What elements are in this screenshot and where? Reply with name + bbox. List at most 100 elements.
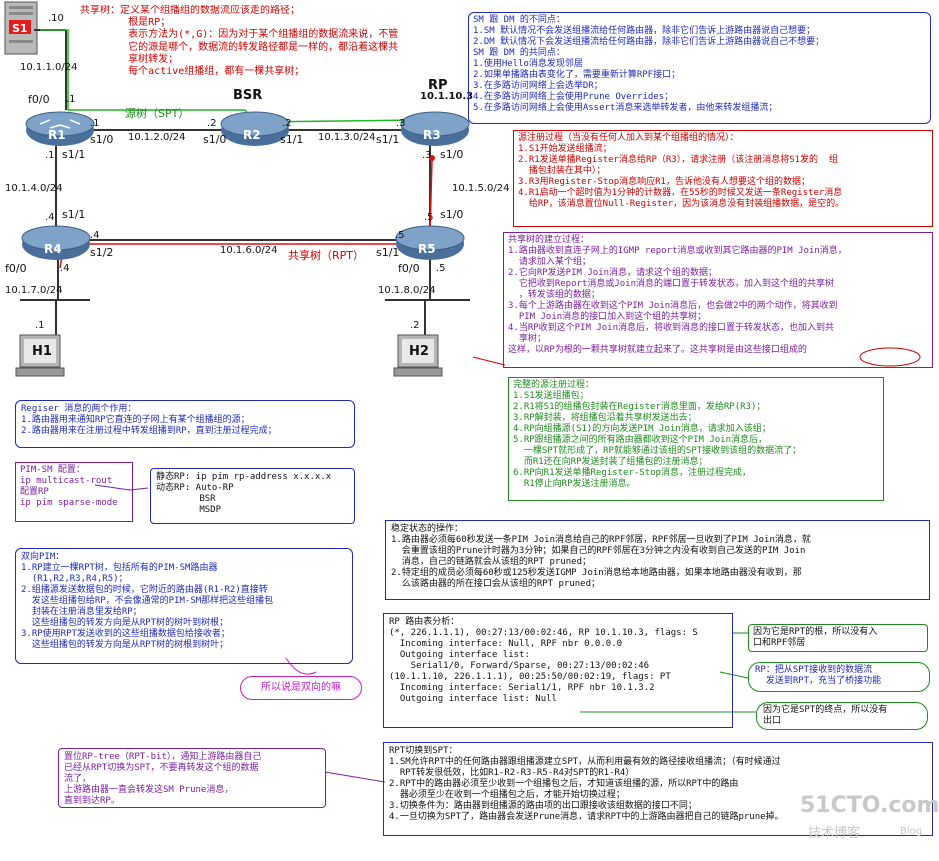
text-line: 3.RP解封装，将组播包沿着共享树发送出去； (513, 412, 697, 423)
text-line: 4.RP向组播源(S1)的方向发送PIM Join消息，请求加入该组； (513, 423, 771, 434)
text-line: 消息，自己的链路就会从该组的RPT pruned； (391, 556, 592, 567)
text-line: 1.路由器用来通知RP它直连的子网上有某个组播组的源； (21, 414, 250, 425)
text-line: 会重置该组的Prune计时器为3分钟；如果自己的RPF邻居在3分钟之内没有收到自… (391, 545, 806, 556)
text-line: RP 路由表分析： (389, 617, 460, 627)
int-label: s1/1 (280, 133, 304, 146)
text-line: 3.RP使用RPT发送收到的这些组播数据包给接收者； (21, 628, 230, 639)
text-line: 发这些组播包给RP，不会像通常的PIM-SM那样把这些组播包 (21, 595, 274, 606)
ip-label: .4 (90, 230, 100, 241)
text-line: Outgoing interface list: (389, 649, 530, 660)
rp-config-options: 静态RP: ip pim rp-address x.x.x.x 动态RP: Au… (150, 468, 355, 524)
text-line: 2.如果单播路由表变化了，需要重新计算RPF接口； (473, 69, 681, 80)
text-line: 5.RP跟组播源之间的所有路由器都收到这个PIM Join消息后， (513, 434, 768, 445)
text-line: Incoming interface: Serial1/1, RPF nbr 1… (389, 682, 655, 693)
text-line: 播包封装在其中）； (518, 165, 606, 176)
router-r2-label[interactable]: R2 (243, 128, 261, 142)
rpt-to-spt-switch: RPT切换到SPT： 1.SM允许RPT中的任何路由器跟组播源建立SPT，从而利… (383, 742, 933, 836)
rp-label: RP (428, 78, 448, 93)
text-line: 这些组播包的转发方向是从RPT树的树根到树叶； (21, 639, 229, 650)
router-r1-label[interactable]: R1 (48, 128, 66, 142)
full-register-process: 完整的源注册过程： 1.S1发送组播包； 2.R1将S1的组播包封装在Regis… (508, 377, 884, 501)
text-line: 2.它向RP发送PIM Join消息，请求这个组的数据； (508, 267, 718, 278)
router-r2-shape (220, 111, 290, 146)
ip-label: .4 (60, 263, 70, 274)
text-line: ip pim sparse-mode (20, 497, 118, 508)
text-line: 静态RP: ip pim rp-address x.x.x.x (156, 472, 332, 482)
ip-label: .3 (422, 150, 432, 161)
net-label: 10.1.3.0/24 (318, 132, 376, 143)
spt-label: 源树（SPT） (125, 107, 190, 120)
text-line: (R1,R2,R3,R4,R5)； (21, 573, 128, 584)
rp-route-analysis: RP 路由表分析： (*, 226.1.1.1), 00:27:13/00:02… (383, 613, 733, 728)
int-label: f0/0 (5, 262, 27, 275)
text-line: PIM-SM 配置： (20, 465, 85, 475)
text-line: Serial1/0, Forward/Sparse, 00:27:13/00:0… (389, 660, 650, 671)
text-line: Incoming interface: Null, RPF nbr 0.0.0.… (389, 638, 622, 649)
router-r4-shape (21, 225, 91, 260)
text-line: 完整的源注册过程： (513, 380, 595, 390)
text-line: 1.路由器必须每60秒发送一条PIM Join消息给自己的RPF邻居，RPF邻居… (391, 534, 811, 545)
text-line: 2.R1将S1的组播包封装在Register消息里面，发给RP(R3)； (513, 401, 766, 412)
net-label: 10.1.8.0/24 (378, 285, 436, 296)
int-label: s1/0 (90, 133, 114, 146)
text-line: 1.SM允许RPT中的任何路由器跟组播源建立SPT，从而利用最有效的路径接收组播… (389, 756, 781, 767)
net-label: 10.1.1.0/24 (20, 62, 78, 73)
text-line: 置位RP-tree（RPT-bit），通知上游路由器自己 (64, 752, 262, 762)
text-line: 共享树的建立过程： (508, 235, 590, 245)
connector (94, 484, 149, 491)
rpt-label: 共享树（RPT） (288, 249, 364, 262)
ip-label: .5 (395, 230, 405, 241)
text-line: 给RP，该消息置位Null-Register，因为该消息没有封装组播数据，是空的… (518, 198, 845, 209)
int-label: s1/1 (376, 133, 400, 146)
ip-label: .3 (396, 118, 406, 129)
host-h1-label[interactable]: H1 (32, 344, 52, 359)
text-line: 器必须至少在收到一个组播包之后，才能开始切换过程； (389, 789, 625, 800)
watermark-sub: 技术博客 (808, 826, 861, 841)
text-line: 一棵SPT就形成了，RP就能够通过该组的SPT接收到该组的数据流了； (513, 445, 802, 456)
bidirectional-pim: 双向PIM： 1.RP建立一棵RPT树，包括所有的PIM-SM路由器 (R1,R… (15, 548, 353, 664)
text-line: 因为它是RPT的根，所以没有入 (753, 627, 878, 637)
net-label: 10.1.4.0/24 (5, 183, 63, 194)
router-r4-label[interactable]: R4 (44, 242, 62, 256)
watermark-logo: 51CTO.com (800, 793, 939, 818)
text-line: 配置RP (20, 486, 49, 497)
router-r5-shape (395, 225, 465, 260)
ip-label: .4 (45, 212, 55, 223)
note-rp-bridge: RP：把从SPT接收到的数据流 发送到RPT，充当了桥接功能 (748, 662, 930, 692)
host-h2-label[interactable]: H2 (409, 344, 429, 359)
text-line: 每个active组播组，都有一棵共享树； (80, 65, 305, 77)
ip-label: .2 (282, 118, 292, 129)
text-line: (*, 226.1.1.1), 00:27:13/00:02:46, RP 10… (389, 627, 698, 638)
net-label: 10.1.6.0/24 (220, 245, 278, 256)
text-line: 根是RP； (80, 17, 171, 29)
text-line: ，转发该组的数据； (508, 289, 600, 300)
text-line: 而R1还在向RP发送封装了组播包的注册消息； (513, 456, 708, 467)
shared-tree-build: 共享树的建立过程： 1.路由器收到直连子网上的IGMP report消息或收到其… (503, 232, 933, 368)
text-line: 请求加入某个组； (508, 256, 591, 267)
text-line: 已经从RPT切换为SPT，不要再转发这个组的数据 (64, 762, 259, 773)
text-line: 稳定状态的操作： (391, 524, 464, 534)
ip-label: .5 (424, 212, 434, 223)
host-h1-shape (15, 334, 65, 377)
int-label: s1/0 (203, 133, 227, 146)
text-line: 动态RP: Auto-RP (156, 482, 234, 493)
net-label: 10.1.5.0/24 (452, 183, 510, 194)
text-line: 么该路由器的所在接口会从该组的RPT pruned； (391, 578, 601, 589)
steady-state-operation: 稳定状态的操作： 1.路由器必须每60秒发送一条PIM Join消息给自己的RP… (385, 520, 930, 600)
text-line: RPT转发很低效，比如R1-R2-R3-R5-R4对SPT的R1-R4） (389, 767, 635, 778)
bsr-label: BSR (233, 88, 263, 103)
text-line: 封装在注册消息里发给RP； (21, 606, 142, 617)
int-label: s1/1 (62, 148, 86, 161)
int-label: s1/0 (440, 148, 464, 161)
text-line: 1.S1发送组播包； (513, 390, 589, 401)
text-line: 2.DM 默认情况下会发送组播流给任何路由器，除非它们告诉上游路由器说自己不想要… (473, 36, 825, 47)
router-r3-label[interactable]: R3 (423, 128, 441, 142)
int-label: f0/0 (398, 262, 420, 275)
router-r5-label[interactable]: R5 (418, 242, 436, 256)
connector (324, 771, 386, 783)
text-line: 3.R3用Register-Stop消息响应R1，告诉他没有人想要这个组的数据； (518, 176, 810, 187)
text-line: 2.特定组的成员必须每60秒或125秒发送IGMP Join消息给本地路由器，如… (391, 567, 802, 578)
router-r3-shape (400, 111, 470, 146)
text-line: 它把收到Report消息或Join消息的端口置于转发状态，加入到这个组的共享树 (508, 278, 835, 289)
